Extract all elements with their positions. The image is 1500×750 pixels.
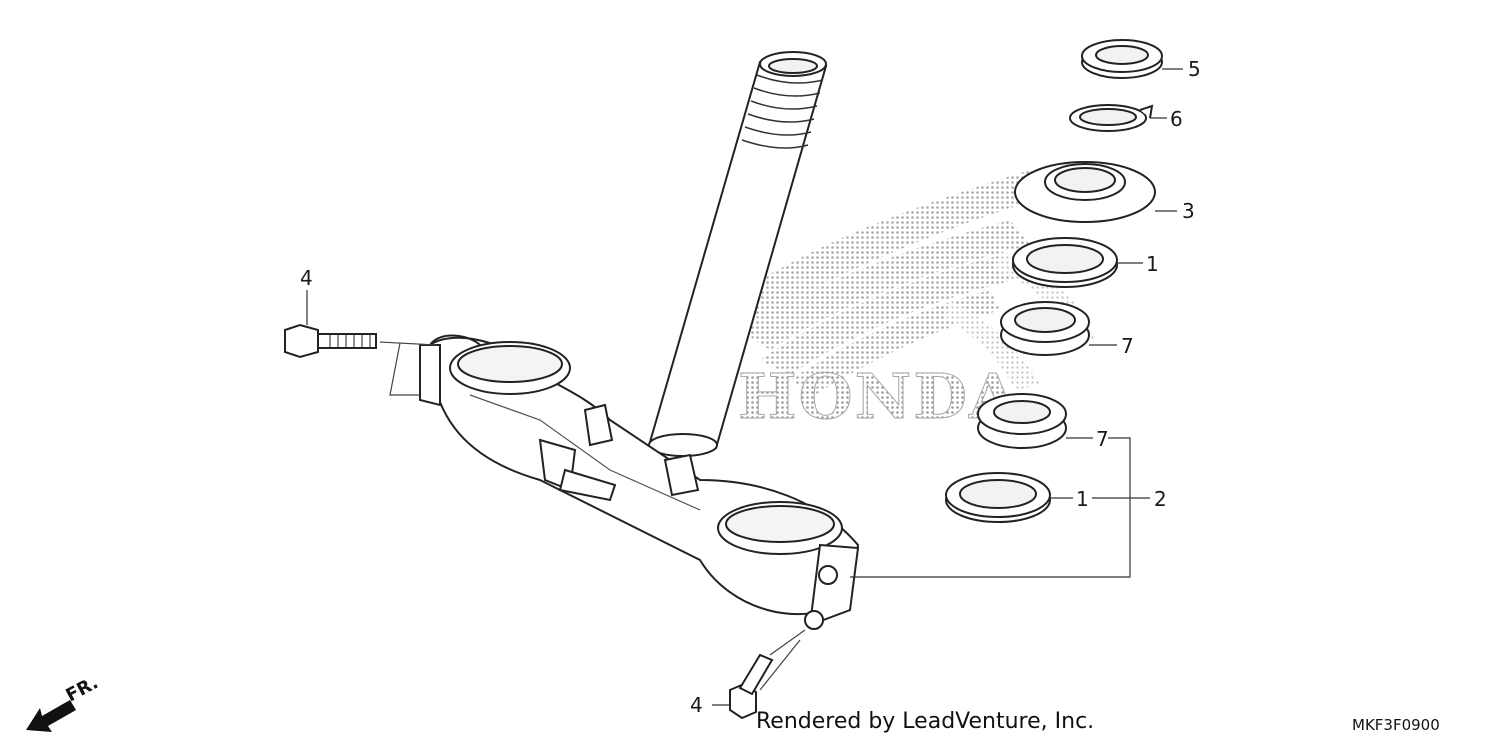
leader-lines (306, 68, 1183, 706)
lower-race (945, 472, 1051, 523)
lower-seal (977, 393, 1067, 449)
steering-stem (648, 51, 828, 457)
callout-bolt-lower: 4 (690, 693, 703, 717)
callout-bearing-set: 2 (1154, 487, 1167, 511)
upper-seal (1000, 301, 1090, 356)
callout-upper-race: 1 (1146, 252, 1159, 276)
triple-clamp (419, 334, 860, 630)
bolt-upper-guide (379, 341, 437, 396)
callout-lower-race: 1 (1076, 487, 1089, 511)
credit-text: Rendered by LeadVenture, Inc. (756, 709, 1095, 734)
front-arrow-icon: FR. (26, 672, 102, 732)
callout-lower-seal: 7 (1096, 427, 1109, 451)
lock-washer (1069, 104, 1154, 132)
upper-race (1012, 237, 1118, 288)
callout-bolt-upper: 4 (300, 266, 313, 290)
bolt-upper (284, 323, 377, 359)
bolt-lower-guide (759, 629, 806, 691)
callout-lock-nut: 5 (1188, 57, 1201, 81)
diagram-code: MKF3F0900 (1352, 716, 1440, 734)
callout-adjusting-nut: 3 (1182, 199, 1195, 223)
lock-nut (1081, 39, 1163, 79)
honda-watermark-text: HONDA (738, 360, 1019, 433)
callout-lock-washer: 6 (1170, 107, 1183, 131)
bolt-lower (729, 653, 774, 720)
adjusting-nut (1014, 161, 1156, 223)
callout-upper-seal: 7 (1121, 334, 1134, 358)
